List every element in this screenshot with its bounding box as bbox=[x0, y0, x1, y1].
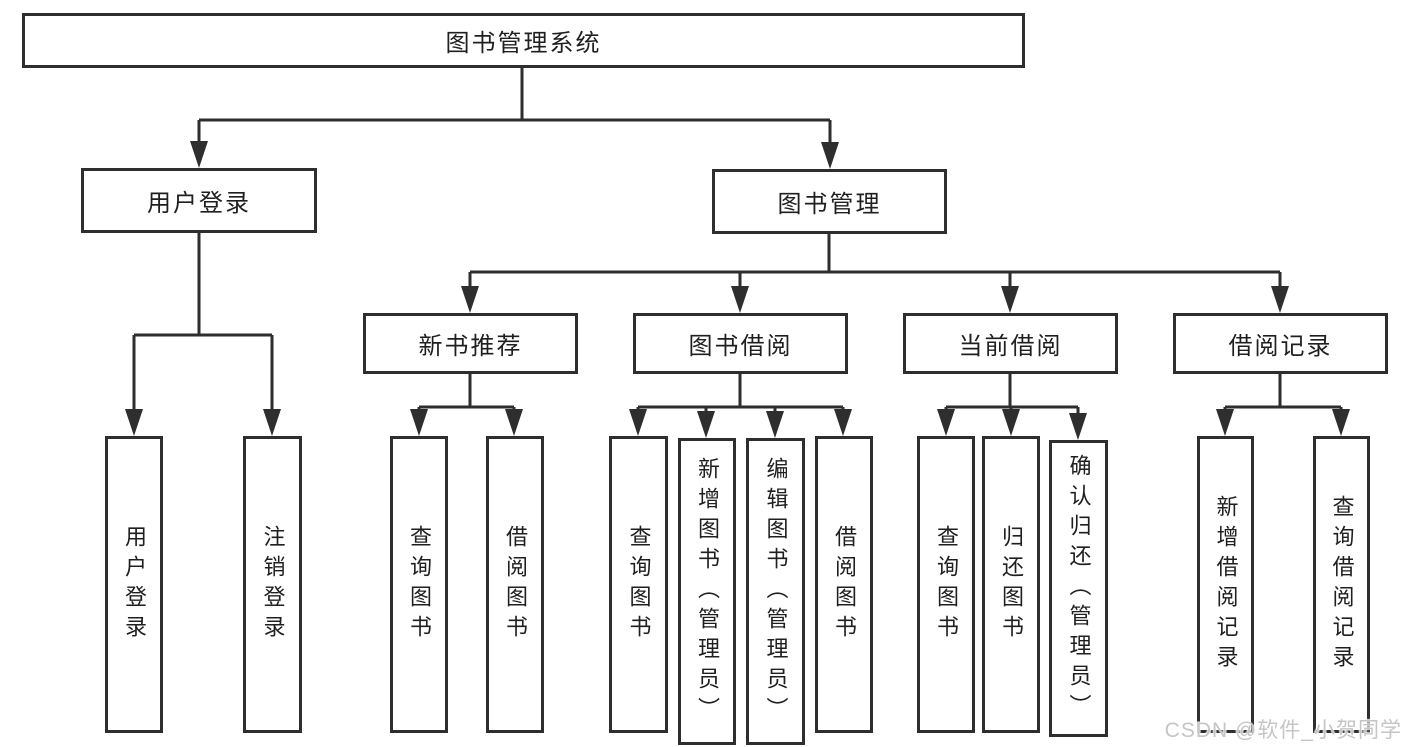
arrow-down-icon bbox=[697, 411, 715, 438]
arrow-down-icon bbox=[190, 141, 208, 168]
arrow-down-icon bbox=[821, 142, 839, 169]
arrow-down-icon bbox=[1271, 286, 1289, 313]
leaf-query-books: 查询图书 bbox=[390, 436, 448, 733]
leaf-logout: 注销登录 bbox=[243, 436, 302, 733]
arrow-down-icon bbox=[125, 409, 143, 436]
connector-new-book-recommend-children bbox=[410, 374, 523, 436]
leaf-add-borrow-record: 新增借阅记录 bbox=[1197, 436, 1254, 733]
node-new-book-recommend: 新书推荐 bbox=[363, 313, 578, 374]
connector-book-management-level3 bbox=[461, 234, 1289, 313]
arrow-down-icon bbox=[1216, 409, 1234, 436]
arrow-down-icon bbox=[410, 409, 428, 436]
leaf-confirm-return-admin: 确认归还（管理员） bbox=[1049, 440, 1108, 737]
connector-borrow-record-children bbox=[1216, 374, 1350, 436]
node-user-login: 用户登录 bbox=[81, 168, 317, 233]
leaf-edit-book-admin: 编辑图书（管理员） bbox=[746, 438, 805, 745]
arrow-down-icon bbox=[834, 409, 852, 436]
arrow-down-icon bbox=[1001, 286, 1019, 313]
arrow-down-icon bbox=[1002, 409, 1020, 436]
connector-root-level2 bbox=[190, 68, 839, 169]
leaf-return-books: 归还图书 bbox=[982, 436, 1040, 733]
leaf-query-books: 查询图书 bbox=[917, 436, 975, 733]
connector-current-borrow-children bbox=[937, 374, 1087, 440]
arrow-down-icon bbox=[629, 409, 647, 436]
connector-book-borrow-children bbox=[629, 374, 852, 438]
leaf-query-books: 查询图书 bbox=[609, 436, 668, 733]
connector-user-login-children bbox=[125, 233, 281, 436]
leaf-borrow-books: 借阅图书 bbox=[486, 436, 544, 733]
leaf-user-login: 用户登录 bbox=[105, 436, 163, 733]
arrow-down-icon bbox=[461, 286, 479, 313]
arrow-down-icon bbox=[937, 409, 955, 436]
arrow-down-icon bbox=[505, 409, 523, 436]
leaf-query-borrow-record: 查询借阅记录 bbox=[1313, 436, 1370, 733]
node-borrow-record: 借阅记录 bbox=[1173, 313, 1388, 374]
node-book-borrow: 图书借阅 bbox=[633, 313, 848, 374]
node-book-management: 图书管理 bbox=[712, 169, 947, 234]
arrow-down-icon bbox=[766, 411, 784, 438]
arrow-down-icon bbox=[1332, 409, 1350, 436]
node-current-borrow: 当前借阅 bbox=[903, 313, 1118, 374]
arrow-down-icon bbox=[731, 286, 749, 313]
leaf-borrow-books: 借阅图书 bbox=[815, 436, 873, 733]
arrow-down-icon bbox=[263, 409, 281, 436]
leaf-add-book-admin: 新增图书（管理员） bbox=[678, 438, 736, 745]
arrow-down-icon bbox=[1069, 413, 1087, 440]
node-library-management-system: 图书管理系统 bbox=[22, 13, 1025, 68]
watermark: CSDN @软件_小贺同学 bbox=[1164, 719, 1402, 742]
